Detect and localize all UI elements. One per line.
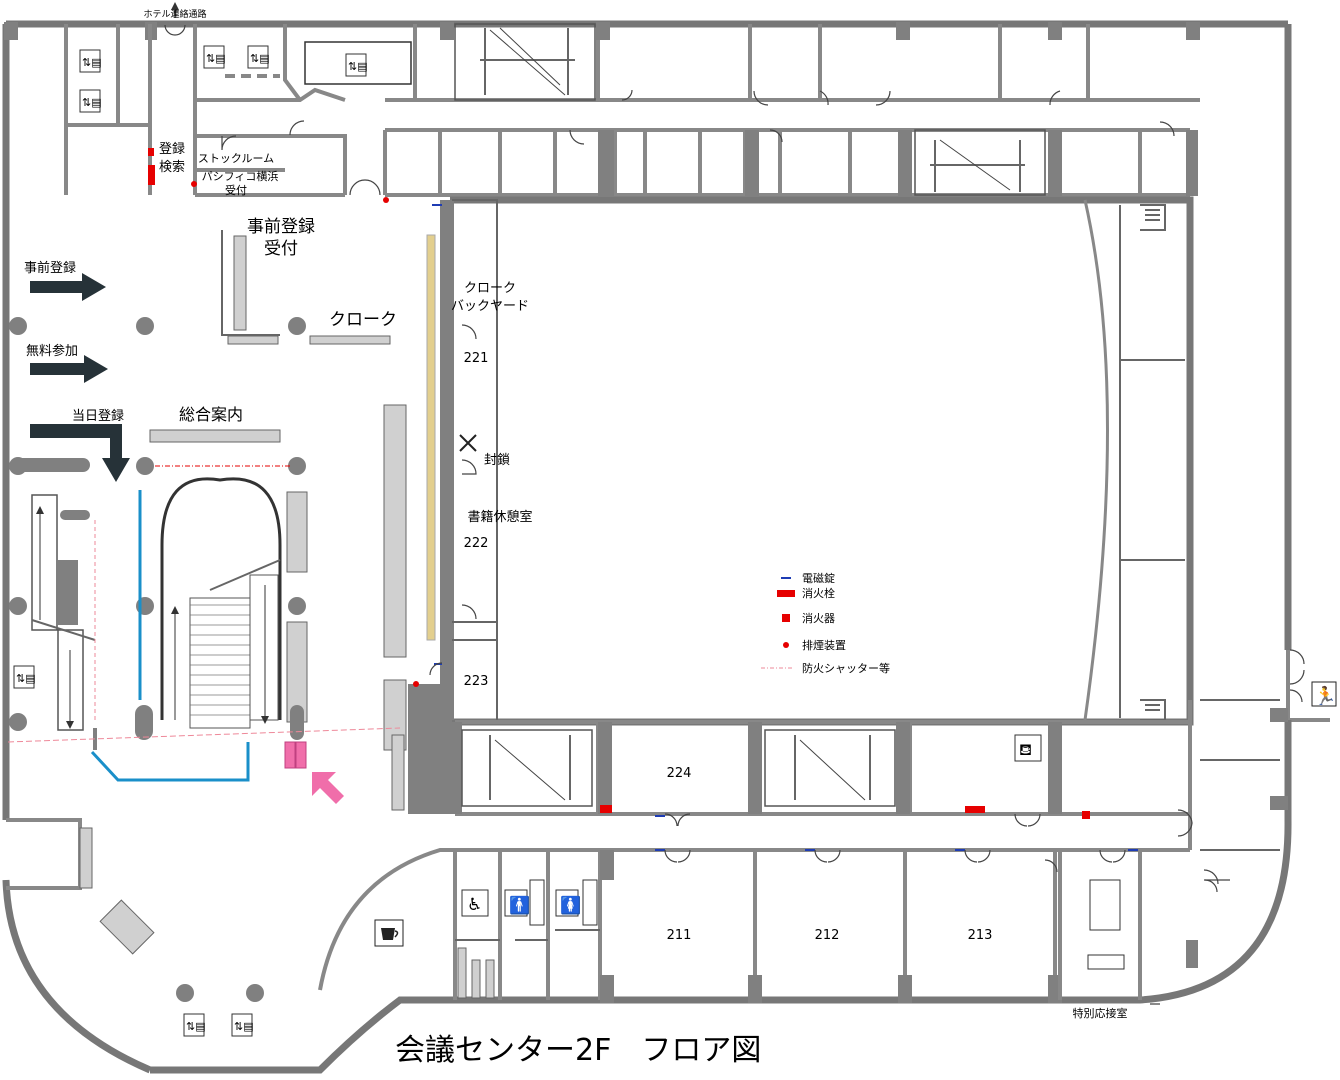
search-label-2: 検索 bbox=[159, 160, 185, 175]
fire-shutter-lines bbox=[7, 465, 401, 743]
legend-smoke-label: 排煙装置 bbox=[802, 638, 846, 652]
svg-text:⛾: ⛾ bbox=[1019, 740, 1032, 759]
cloak-backyard-label-2: バックヤード bbox=[451, 299, 529, 314]
pre-registration-arrow-label: 事前登録 bbox=[24, 260, 76, 276]
hotel-link-label: ホテル連絡通路 bbox=[143, 8, 206, 20]
legend-hydrant-label: 消火栓 bbox=[802, 586, 835, 600]
meeting-rooms-211-213 bbox=[440, 848, 1198, 1003]
pacifico-label-1: パシフィコ横浜 bbox=[202, 169, 279, 183]
legend-hydrant-swatch bbox=[777, 590, 795, 597]
svg-text:🏃: 🏃 bbox=[1314, 685, 1336, 707]
coffee-cup-icon bbox=[374, 919, 404, 947]
same-day-arrow bbox=[30, 424, 130, 482]
pre-reg-label-1: 事前登録 bbox=[247, 217, 315, 237]
info-label: 総合案内 bbox=[179, 405, 243, 424]
room-212-label: 212 bbox=[815, 928, 840, 943]
pre-registration-arrow bbox=[30, 273, 106, 301]
columns bbox=[9, 317, 306, 1002]
bottom-hall-rooms bbox=[450, 720, 1190, 816]
legend-smoke-swatch bbox=[783, 642, 789, 648]
svg-text:♿: ♿ bbox=[467, 895, 482, 915]
entrance-arrow bbox=[284, 741, 344, 804]
svg-text:⇅▤: ⇅▤ bbox=[206, 52, 226, 65]
svg-text:⇅▤: ⇅▤ bbox=[348, 60, 368, 73]
mens-toilet-icon: 🚹 bbox=[504, 889, 530, 917]
womens-toilet-icon: 🚺 bbox=[555, 889, 581, 917]
cloak-backyard-label-1: クローク bbox=[464, 281, 516, 296]
svg-text:⇅▤: ⇅▤ bbox=[250, 52, 270, 65]
barriers bbox=[90, 490, 250, 782]
left-lobby bbox=[6, 230, 391, 890]
legend-extinguisher-swatch bbox=[782, 614, 790, 622]
smoking-area-icon: ⛾ bbox=[1014, 734, 1042, 762]
vip-room-label: 特別応接室 bbox=[1073, 1006, 1128, 1020]
emergency-exit-icon: 🏃 bbox=[1311, 681, 1337, 707]
elevator-icon: ⇅▤ ⇅▤ ⇅▤ ⇅▤ ⇅▤ ⇅▤ ⇅▤ ⇅▤ bbox=[13, 45, 368, 1037]
cloak-label: クローク bbox=[329, 310, 397, 330]
accessible-toilet-icon: ♿ bbox=[461, 889, 489, 917]
room-221-label: 221 bbox=[464, 351, 489, 366]
sealed-label: 封鎖 bbox=[484, 452, 510, 468]
seating bbox=[79, 404, 407, 955]
page-title: 会議センター2F フロア図 bbox=[395, 1033, 761, 1068]
vip-room bbox=[1058, 699, 1288, 1000]
svg-text:⇅▤: ⇅▤ bbox=[234, 1020, 254, 1033]
svg-text:🚺: 🚺 bbox=[560, 895, 581, 916]
free-admission-arrow-label: 無料参加 bbox=[26, 343, 78, 359]
svg-text:⇅▤: ⇅▤ bbox=[82, 96, 102, 109]
free-admission-arrow bbox=[30, 355, 108, 383]
room-213-label: 213 bbox=[968, 928, 993, 943]
room-223-label: 223 bbox=[464, 674, 489, 689]
svg-text:⇅▤: ⇅▤ bbox=[16, 672, 36, 685]
sealed-door-mark bbox=[459, 434, 477, 452]
svg-text:🚹: 🚹 bbox=[509, 895, 530, 916]
room-222-label: 222 bbox=[464, 536, 489, 551]
same-day-arrow-label: 当日登録 bbox=[72, 409, 124, 424]
legend: 電磁錠 消火栓 消火器 排煙装置 防火シャッター等 bbox=[761, 571, 890, 675]
pacifico-label-2: 受付 bbox=[225, 184, 247, 197]
stock-room-label: ストックルーム bbox=[198, 152, 274, 165]
svg-text:⇅▤: ⇅▤ bbox=[82, 56, 102, 69]
pre-reg-label-2: 受付 bbox=[264, 239, 298, 259]
svg-text:⇅▤: ⇅▤ bbox=[186, 1020, 206, 1033]
legend-lock-label: 電磁錠 bbox=[802, 571, 835, 585]
legend-shutter-label: 防火シャッター等 bbox=[802, 661, 890, 675]
legend-extinguisher-label: 消火器 bbox=[802, 611, 835, 625]
room-211-label: 211 bbox=[667, 928, 692, 943]
stairs bbox=[454, 23, 1046, 196]
doors bbox=[164, 24, 1305, 1005]
search-label-1: 登録 bbox=[159, 142, 185, 157]
room-224-label: 224 bbox=[667, 766, 692, 781]
book-lounge-label: 書籍休憩室 bbox=[467, 509, 532, 525]
